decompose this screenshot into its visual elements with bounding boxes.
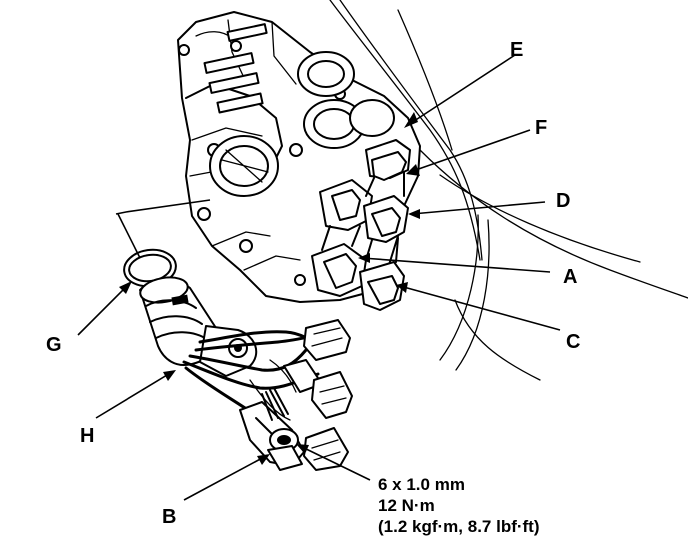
- bolt-torque-nm-text: 12 N·m: [378, 496, 435, 515]
- arrowhead-bolt-spec: [296, 444, 309, 454]
- solenoid-connectors: [311, 139, 411, 311]
- arrowhead-h: [163, 370, 176, 381]
- label-g: G: [46, 334, 62, 356]
- harness-connector-body: [139, 276, 258, 377]
- bracket-with-bolt: [239, 387, 305, 471]
- label-a: A: [563, 266, 577, 288]
- housing-port-left: [209, 135, 279, 197]
- leader-lines: [77, 54, 561, 501]
- arrowhead-f: [406, 164, 420, 176]
- callout-labels: E F D A C G H B: [46, 39, 580, 528]
- bolt-size-text: 6 x 1.0 mm: [378, 475, 465, 494]
- leader-line-e: [407, 54, 516, 126]
- solenoid-caps: [297, 51, 395, 149]
- leader-line-c: [399, 285, 561, 331]
- leader-line-d: [411, 201, 546, 215]
- label-b: B: [162, 506, 176, 528]
- arrowhead-g: [119, 281, 132, 294]
- arrowhead-b: [257, 454, 270, 465]
- leader-line-b: [183, 455, 267, 501]
- arrowhead-c: [396, 282, 408, 293]
- arrowhead-a: [358, 253, 370, 263]
- label-f: F: [535, 117, 547, 139]
- leader-line-housing: [115, 199, 211, 215]
- bolt-torque-alt-text: (1.2 kgf·m, 8.7 lbf·ft): [378, 517, 540, 536]
- label-d: D: [556, 190, 570, 212]
- leader-line-h: [95, 371, 173, 419]
- label-e: E: [510, 39, 523, 61]
- leader-line-bolt-spec: [299, 445, 371, 481]
- arrowhead-d: [408, 209, 420, 219]
- arrowhead-e: [404, 112, 418, 128]
- leader-line-g: [77, 284, 129, 336]
- leader-line-housing-down: [117, 213, 141, 259]
- label-c: C: [566, 331, 580, 353]
- leader-line-a: [361, 257, 551, 273]
- bolt-spec-annotation: 6 x 1.0 mm 12 N·m (1.2 kgf·m, 8.7 lbf·ft…: [378, 475, 540, 536]
- leader-line-f: [409, 129, 531, 173]
- label-h: H: [80, 425, 94, 447]
